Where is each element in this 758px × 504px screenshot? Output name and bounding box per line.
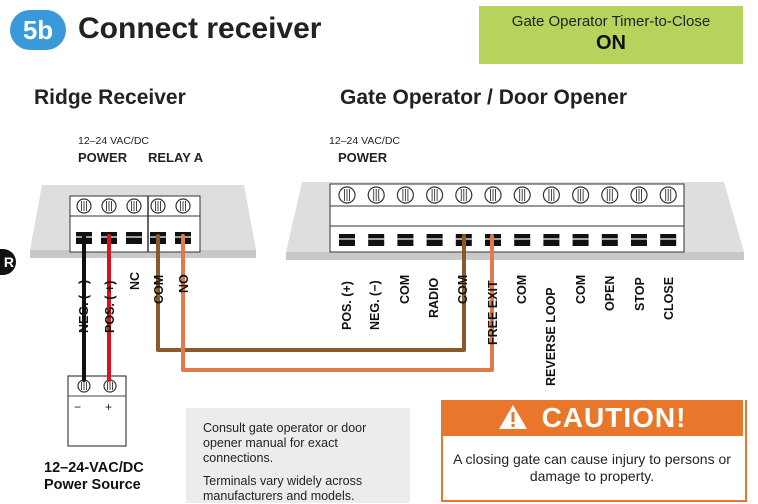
power-source-label: 12–24-VAC/DC Power Source: [44, 460, 144, 494]
manual-note-box: Consult gate operator or door opener man…: [186, 408, 410, 503]
power-minus-label: −: [74, 400, 82, 414]
caution-header: CAUTION!: [441, 400, 743, 436]
timer-status-label: Gate Operator Timer-to-Close: [511, 13, 711, 30]
operator-terminal-slot: [660, 234, 677, 246]
power-source-line1: 12–24-VAC/DC: [44, 460, 144, 476]
operator-voltage: 12–24 VAC/DC: [329, 135, 401, 147]
operator-terminal-slot: [368, 234, 385, 246]
receiver-terminal-com: COM: [152, 274, 166, 304]
wire-brown: [156, 234, 466, 352]
timer-status-box: Gate Operator Timer-to-Close ON: [479, 6, 743, 64]
operator-terminal-stop: STOP: [633, 277, 647, 311]
operator-terminal-slot: [397, 234, 414, 246]
operator-terminal-open: OPEN: [603, 275, 617, 311]
caution-title: CAUTION!: [541, 402, 687, 433]
operator-terminal-slot: [601, 234, 618, 246]
receiver-screws: [76, 198, 191, 244]
step-badge: 5b: [10, 10, 66, 50]
operator-terminal-com-2: COM: [456, 274, 470, 304]
note-paragraph-1: Consult gate operator or door opener man…: [203, 421, 367, 465]
warning-icon: [498, 405, 527, 429]
note-paragraph-2: Terminals vary widely across manufacture…: [203, 474, 363, 503]
operator-terminal-slot: [339, 234, 355, 246]
wire-orange: [181, 234, 494, 372]
edge-logo-icon: R: [0, 249, 16, 275]
power-plus-label: +: [105, 400, 113, 414]
operator-terminal-com-1: COM: [398, 274, 412, 304]
receiver-terminal-no: NO: [177, 274, 191, 293]
page-title: Connect receiver: [78, 12, 322, 45]
operator-terminal-slot: [543, 234, 560, 246]
receiver-heading: Ridge Receiver: [34, 86, 186, 109]
receiver-housing: [30, 185, 256, 258]
receiver-terminal-pos: POS. ( +): [103, 280, 117, 333]
operator-terminal-free-exit: FREE EXIT: [486, 280, 500, 345]
operator-terminal-neg: NEG. (−): [368, 280, 382, 330]
operator-terminal-slot: [514, 234, 531, 246]
receiver-relay-label: RELAY A: [148, 150, 204, 165]
operator-terminal-slot: [426, 234, 443, 246]
receiver-terminal-neg: NEG. ( −): [77, 279, 91, 333]
receiver-terminal-slot: [126, 232, 142, 244]
caution-text: A closing gate can cause injury to perso…: [453, 451, 731, 484]
power-source-screws: [77, 379, 117, 393]
operator-terminal-slot: [631, 234, 647, 246]
receiver-power-label: POWER: [78, 150, 128, 165]
operator-terminal-close: CLOSE: [662, 276, 676, 320]
receiver-voltage: 12–24 VAC/DC: [78, 135, 150, 147]
operator-power-label: POWER: [338, 150, 388, 165]
operator-terminal-com-4: COM: [574, 274, 588, 304]
operator-heading: Gate Operator / Door Opener: [340, 86, 628, 109]
operator-terminal-com-3: COM: [515, 274, 529, 304]
operator-terminal-pos: POS. (+): [340, 281, 354, 330]
operator-terminal-slot: [572, 234, 589, 246]
operator-terminal-reverse-loop: REVERSE LOOP: [544, 287, 558, 386]
power-source-line2: Power Source: [44, 477, 141, 493]
receiver-terminal-nc: NC: [128, 271, 142, 290]
timer-status-value: ON: [596, 32, 626, 54]
operator-terminal-radio: RADIO: [427, 277, 441, 318]
